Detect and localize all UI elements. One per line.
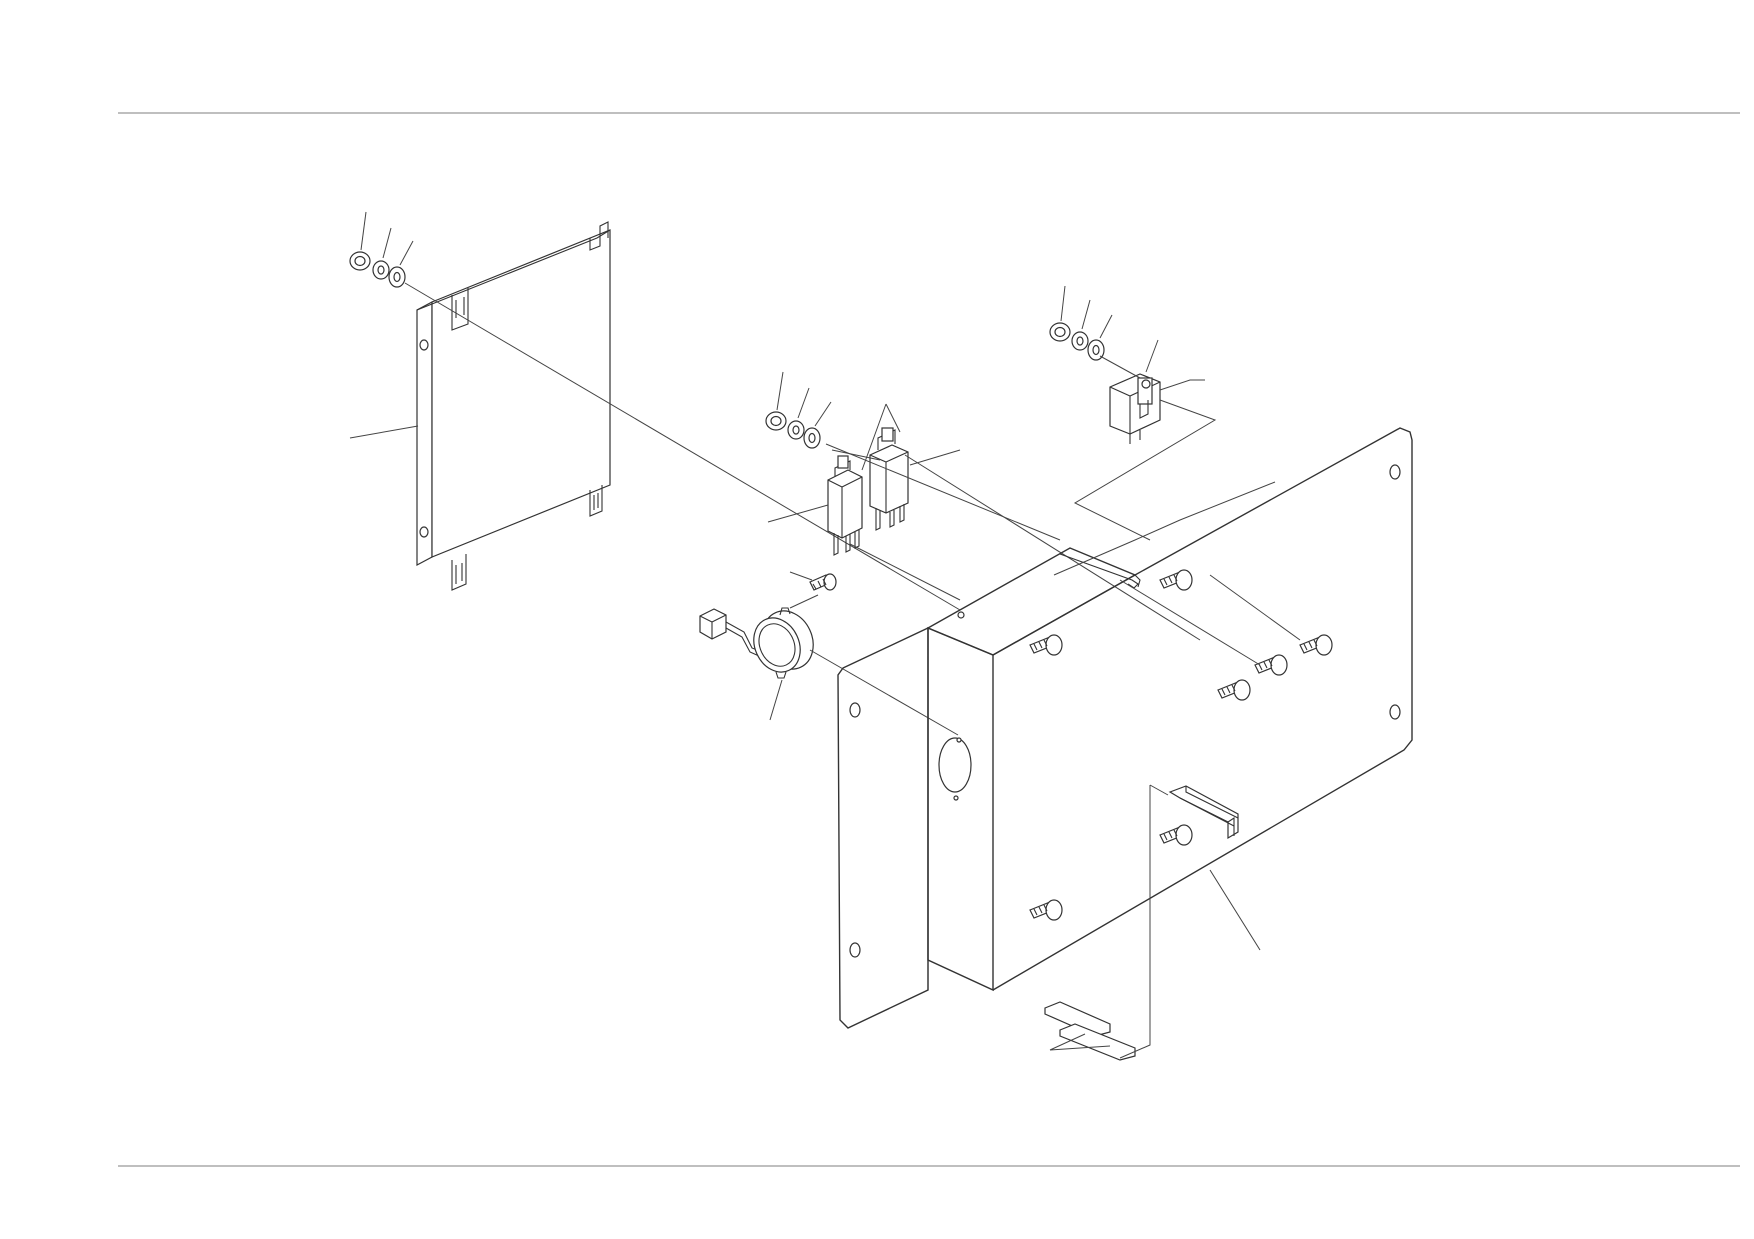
buzzer-assembly [699,571,959,736]
small-relay [1049,285,1217,541]
mounting-bracket [837,427,1413,1029]
controller-guide-line [404,282,961,611]
bracket-bolts [1029,481,1333,921]
cable-clips [1044,784,1239,1061]
controller-unit [349,221,611,591]
relay-pair [765,371,1201,641]
controller-nut-washers [349,211,414,288]
